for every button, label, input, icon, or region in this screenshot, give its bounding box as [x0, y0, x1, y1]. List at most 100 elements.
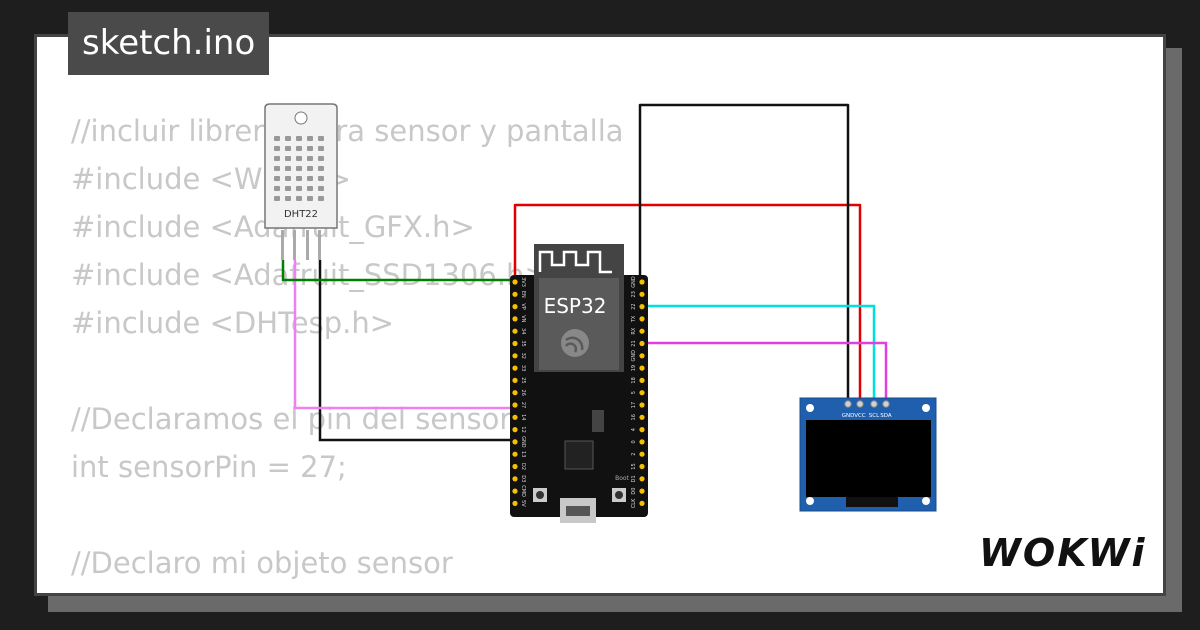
oled-pin — [870, 400, 878, 408]
oled-pin-label: VCC — [854, 413, 866, 419]
esp32-right-pin-label: D1 — [631, 475, 637, 482]
wire-cyan-scl — [640, 304, 876, 402]
vent-hole — [307, 156, 313, 161]
esp32-right-pin-label: 16 — [631, 414, 637, 420]
vent-hole — [307, 196, 313, 201]
vent-hole — [285, 196, 291, 201]
dht22-sensor[interactable]: DHT22 — [264, 103, 338, 260]
esp32-right-pin — [639, 476, 645, 482]
vent-hole — [274, 196, 280, 201]
code-line: int sensorPin = 27; — [71, 450, 347, 484]
esp32-right-pin — [639, 500, 645, 506]
esp32-left-pin — [512, 353, 518, 359]
vent-hole — [318, 196, 324, 201]
vent-hole — [307, 186, 313, 191]
esp32-right-pin-label: RX — [631, 327, 637, 334]
oled-pin — [882, 400, 890, 408]
esp32-left-pin — [512, 340, 518, 347]
oled-pin-label: SDA — [880, 413, 892, 419]
code-line: #include <Adafruit_SSD1306.h> — [71, 258, 549, 292]
esp32-left-pin-label: 26 — [520, 390, 526, 396]
esp32-right-pin — [639, 414, 645, 420]
esp32-right-pin-label: 17 — [631, 402, 637, 408]
esp32-right-pin — [639, 328, 645, 334]
wire-black-gnd — [638, 103, 850, 402]
esp32-right-pin — [639, 402, 645, 408]
vent-hole — [285, 176, 291, 181]
wokwi-logo: WOKWi — [979, 531, 1145, 575]
boot-button-icon — [615, 491, 623, 499]
esp32-left-pin — [512, 377, 518, 383]
esp32-right-pin-label: D0 — [631, 488, 637, 495]
esp32-right-pin — [639, 451, 645, 457]
esp32-left-pin-label: 14 — [520, 414, 526, 420]
vent-hole — [318, 136, 324, 141]
esp32-left-pin — [512, 451, 518, 457]
esp32-left-pin — [512, 427, 518, 433]
esp32-left-pin — [512, 328, 518, 334]
vent-hole — [296, 176, 302, 181]
esp32-left-pin-label: 5V — [520, 500, 526, 507]
esp32-left-pin — [512, 476, 518, 482]
vent-hole — [318, 186, 324, 191]
esp32-right-pin — [639, 316, 645, 322]
esp32-right-pin — [639, 365, 645, 371]
esp32-right-pin-label: 18 — [631, 377, 637, 383]
dht-vent-holes — [274, 136, 324, 201]
esp32-left-pin — [512, 414, 518, 420]
esp32-right-pin-label: 22 — [631, 303, 637, 309]
oled-pin — [844, 400, 852, 408]
esp32-left-pin-label: 13 — [520, 451, 526, 457]
esp32-right-pin — [639, 340, 645, 347]
esp32-right-pin — [639, 291, 645, 297]
esp32-right-pin — [639, 463, 645, 470]
esp32-left-pin — [512, 463, 518, 470]
esp32-left-pin — [512, 316, 518, 322]
esp32-right-pin-label: 21 — [631, 340, 637, 346]
esp32-left-pin-label: 34 — [520, 328, 526, 334]
esp32-right-pin-label: 19 — [631, 365, 637, 371]
esp32-pins: 3V3ENVPVN343532332526271412GND13D2D3CMD5… — [512, 276, 645, 508]
esp32-right-pin-label: 0 — [631, 440, 637, 443]
esp32-left-pin — [512, 402, 518, 408]
vent-hole — [307, 146, 313, 151]
esp32-right-pin-label: 2 — [631, 453, 637, 456]
vent-hole — [296, 156, 302, 161]
esp32-left-pin-label: 33 — [520, 365, 526, 371]
esp32-right-pin — [639, 439, 645, 445]
vent-hole — [285, 146, 291, 151]
esp32-left-pin — [512, 439, 518, 445]
esp32-left-pin-label: 25 — [520, 377, 526, 383]
esp32-right-pin-label: 23 — [631, 291, 637, 297]
en-button-icon — [536, 491, 544, 499]
vent-hole — [274, 146, 280, 151]
wire-pink-dht-data — [293, 260, 515, 410]
vent-hole — [307, 136, 313, 141]
vent-hole — [296, 186, 302, 191]
vent-hole — [274, 176, 280, 181]
wire-green-dht-vcc — [281, 260, 515, 282]
esp32-label: ESP32 — [544, 294, 607, 318]
vent-hole — [296, 146, 302, 151]
esp32-left-pin-label: 32 — [520, 353, 526, 359]
oled-pin — [856, 400, 864, 408]
esp32-left-pin-label: D2 — [520, 463, 526, 470]
vent-hole — [318, 146, 324, 151]
esp32-left-pin-label: VN — [520, 315, 526, 322]
espressif-logo-icon — [561, 329, 589, 357]
esp32-left-pin — [512, 279, 518, 285]
file-tab[interactable]: sketch.ino — [68, 12, 270, 75]
esp32-left-pin-label: 35 — [520, 340, 526, 346]
vent-hole — [274, 136, 280, 141]
esp32-right-pin-label: 15 — [631, 463, 637, 469]
esp32-board[interactable]: ESP32 Boot 3V3ENVPVN343532332526271412GN… — [510, 244, 648, 523]
vent-hole — [285, 166, 291, 171]
esp32-right-pin — [639, 279, 645, 285]
esp32-left-pin — [512, 291, 518, 297]
esp32-left-pin-label: D3 — [520, 475, 526, 482]
vent-hole — [285, 136, 291, 141]
esp32-left-pin-label: 3V3 — [520, 277, 526, 287]
vent-hole — [285, 186, 291, 191]
